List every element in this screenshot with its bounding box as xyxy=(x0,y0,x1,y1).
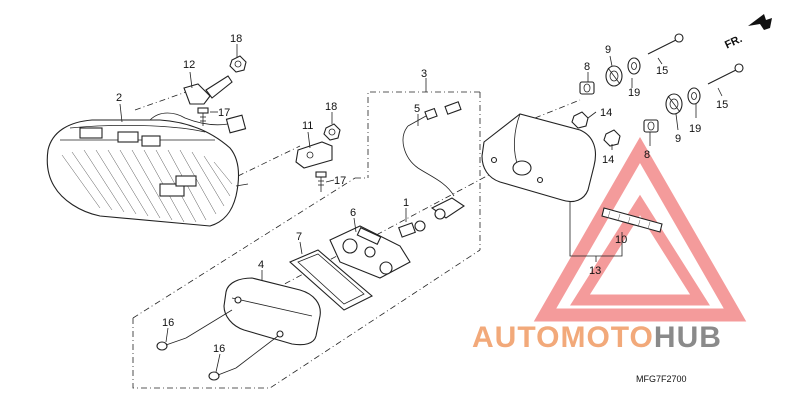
callout-18-lower: 18 xyxy=(325,101,337,113)
bolt-15-lower xyxy=(707,63,744,85)
callout-19-lower: 19 xyxy=(689,123,701,135)
callout-16-right: 16 xyxy=(213,343,225,355)
callout-5: 5 xyxy=(414,103,420,115)
callout-16-left: 16 xyxy=(162,317,174,329)
rear-cover-13 xyxy=(481,113,597,203)
washer-19-upper xyxy=(627,57,641,75)
lens-cover-4 xyxy=(223,277,321,346)
watermark-text-part2: HUB xyxy=(654,321,722,354)
callout-6: 6 xyxy=(350,207,356,219)
watermark-triangles xyxy=(533,136,747,322)
bulb-1 xyxy=(398,220,426,238)
front-direction-arrow: FR. xyxy=(723,14,772,51)
washer-19-lower xyxy=(687,87,701,105)
callout-8-upper: 8 xyxy=(584,61,590,73)
direction-label: FR. xyxy=(723,33,744,51)
callout-19-upper: 19 xyxy=(628,87,640,99)
nut-14-upper xyxy=(571,111,589,129)
callout-14-lower: 14 xyxy=(602,154,614,166)
callout-9-lower: 9 xyxy=(675,133,681,145)
callout-18-upper: 18 xyxy=(230,33,242,45)
gasket-7 xyxy=(288,249,373,311)
callout-3: 3 xyxy=(421,68,427,80)
callout-1: 1 xyxy=(403,197,409,209)
collar-8-upper xyxy=(579,81,595,95)
rod-10 xyxy=(601,207,663,233)
callout-13: 13 xyxy=(589,265,601,277)
callout-labels: 1 2 3 4 5 6 7 8 8 9 9 10 11 12 13 14 14 … xyxy=(116,33,728,355)
watermark-text-part1: AUTOMOTO xyxy=(472,321,654,354)
nut-14-lower xyxy=(603,129,621,147)
grommet-9-upper xyxy=(605,65,623,87)
callout-15-upper: 15 xyxy=(656,65,668,77)
nut-18-upper xyxy=(229,55,247,73)
diagram-code: MFG7F2700 xyxy=(636,374,687,384)
callout-9-upper: 9 xyxy=(605,44,611,56)
wire-clamp-12 xyxy=(183,75,233,105)
screw-17-lower xyxy=(315,171,327,192)
leader-lines xyxy=(119,44,723,373)
callout-7: 7 xyxy=(296,231,302,243)
taillight-lens-assembly xyxy=(46,112,249,227)
socket-wire-5 xyxy=(402,101,465,220)
callout-17-lower: 17 xyxy=(334,175,346,187)
screw-17-upper xyxy=(197,107,209,126)
screw-16-left xyxy=(156,309,233,351)
callout-15-lower: 15 xyxy=(716,99,728,111)
frame-box-3 xyxy=(367,91,480,178)
callout-14-upper: 14 xyxy=(600,107,612,119)
collar-8-lower xyxy=(643,119,659,133)
lens-wire-connector xyxy=(225,114,247,134)
grommet-9-lower xyxy=(665,93,683,115)
callout-4: 4 xyxy=(258,259,264,271)
callout-12: 12 xyxy=(183,59,195,71)
callout-17-upper: 17 xyxy=(218,107,230,119)
callout-10: 10 xyxy=(615,234,627,246)
callout-2: 2 xyxy=(116,92,122,104)
callout-11: 11 xyxy=(302,120,313,132)
nut-18-lower xyxy=(323,123,341,141)
lamp-base-6 xyxy=(329,225,411,279)
bracket-11 xyxy=(295,141,333,169)
screw-16-right xyxy=(208,335,279,381)
watermark-text: AUTOMOTOHUB xyxy=(472,321,722,354)
callout-8-lower: 8 xyxy=(644,149,650,161)
bolt-15-upper xyxy=(647,33,684,55)
frame-box-4 xyxy=(132,249,481,389)
